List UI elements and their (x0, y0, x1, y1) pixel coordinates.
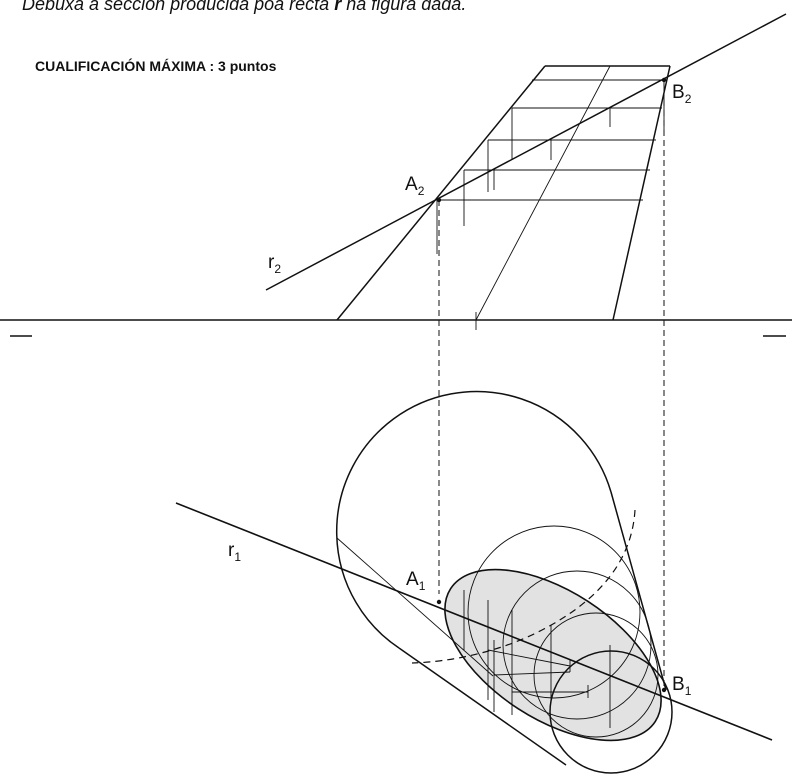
label-r2: r2 (268, 252, 281, 276)
elevation-trapezoid (336, 65, 671, 321)
line-r2 (265, 13, 787, 291)
ground-line (0, 319, 792, 337)
label-a1: A1 (406, 569, 426, 593)
instruction-line-var: r (334, 0, 342, 14)
label-b1: B1 (672, 674, 692, 698)
section-ellipse (444, 568, 662, 742)
plan-construction-lines (336, 491, 667, 728)
plan-points (436, 599, 667, 693)
label-a2: A2 (405, 174, 425, 198)
plan-construction-circles (411, 509, 659, 738)
plan-base-circle (549, 650, 673, 774)
projection-lines (438, 80, 665, 690)
label-b2: B2 (672, 82, 692, 106)
grading-text: CUALIFICACIÓN MÁXIMA : 3 puntos (35, 58, 277, 74)
instruction-text: Debuxa a sección producida poa recta r n… (22, 0, 466, 15)
line-r1 (175, 502, 773, 741)
label-r1: r1 (228, 540, 241, 564)
elevation-construction-lines (436, 65, 667, 330)
